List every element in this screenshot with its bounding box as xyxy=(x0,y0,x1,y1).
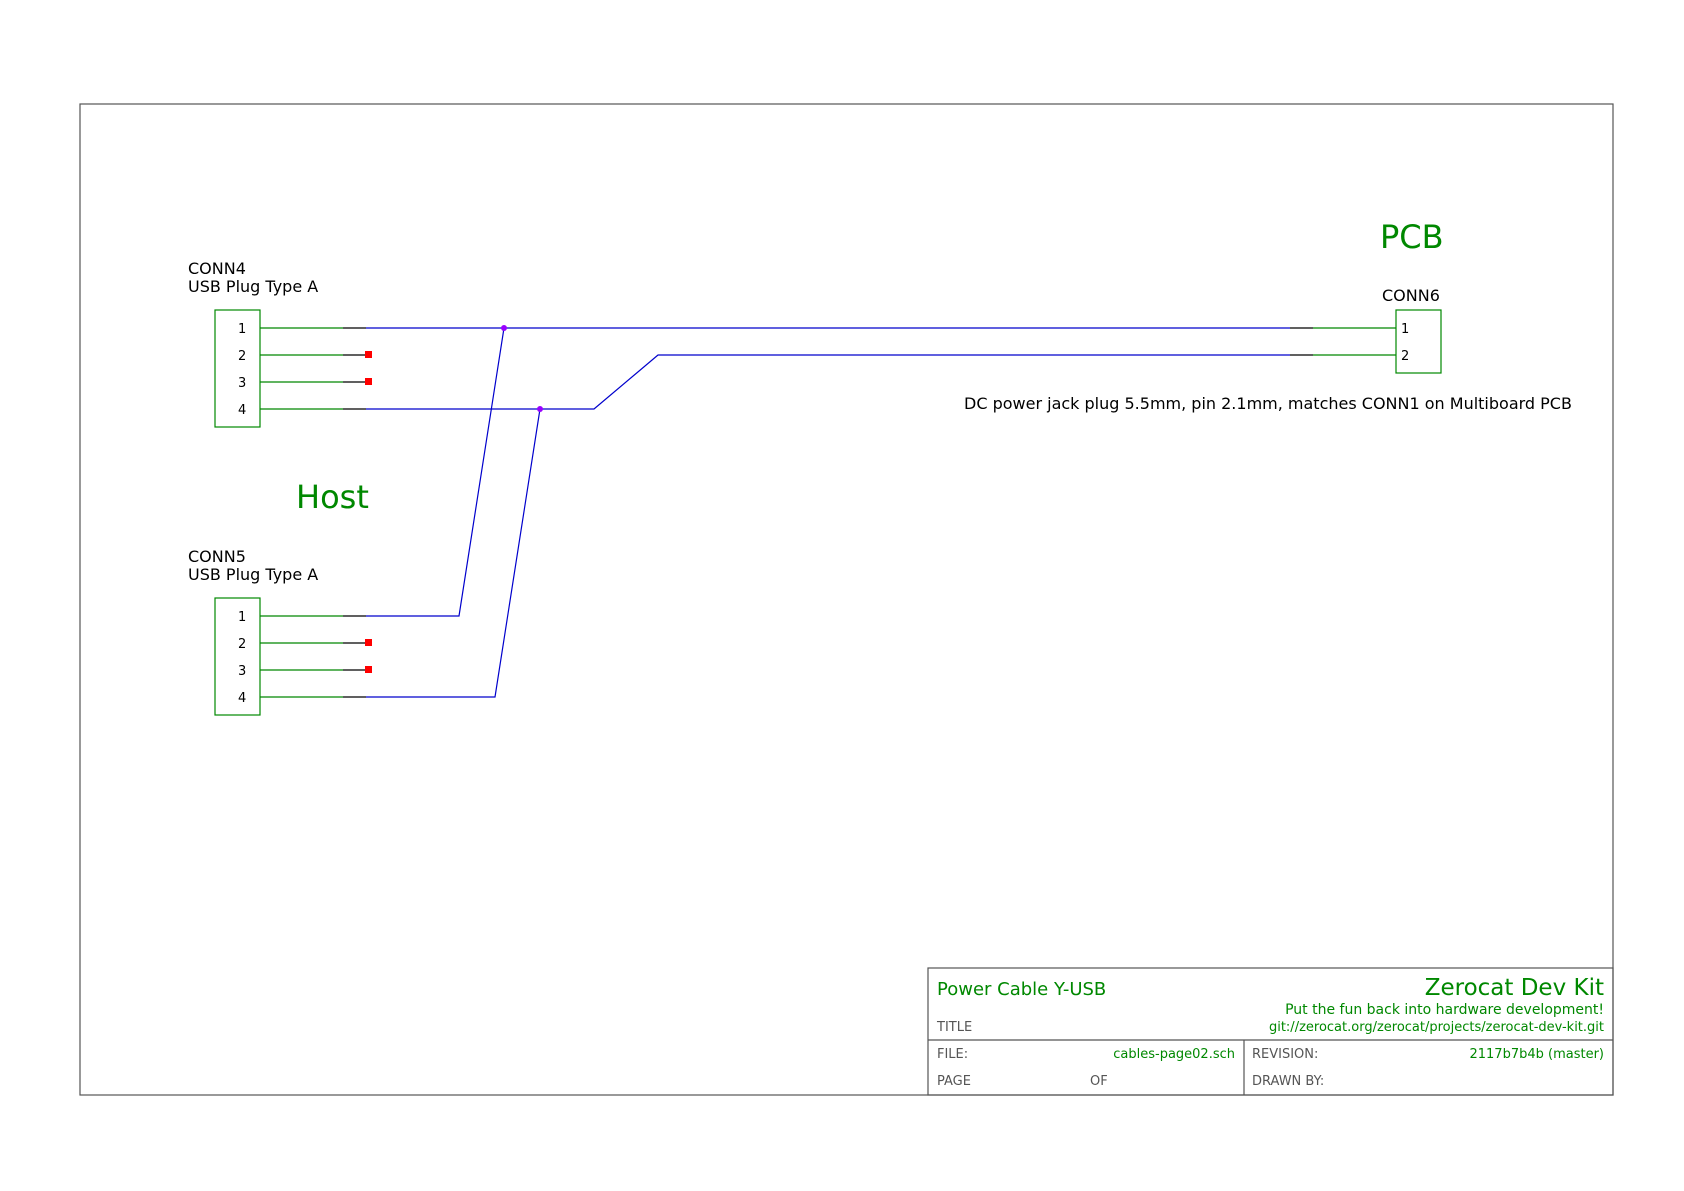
revision-label: REVISION: xyxy=(1252,1047,1318,1062)
junction-vbus xyxy=(501,325,507,331)
drawing-frame xyxy=(79,103,1614,1096)
page-label: PAGE xyxy=(937,1074,971,1089)
conn5-pin2-unconnected-marker xyxy=(365,639,372,646)
conn4-pin-4: 4 xyxy=(238,403,246,418)
company-name: Zerocat Dev Kit xyxy=(1425,975,1604,1001)
title-label: TITLE xyxy=(936,1020,972,1035)
conn5-pin-2: 2 xyxy=(238,637,246,652)
drawn-by-label: DRAWN BY: xyxy=(1252,1074,1324,1089)
net-gnd-wire xyxy=(366,354,1290,410)
title-value: Power Cable Y-USB xyxy=(937,979,1106,1000)
title-block: Power Cable Y-USB TITLE Zerocat Dev Kit … xyxy=(927,967,1614,1096)
note-text: DC power jack plug 5.5mm, pin 2.1mm, mat… xyxy=(964,394,1572,413)
repo-url: git://zerocat.org/zerocat/projects/zeroc… xyxy=(1269,1020,1604,1035)
conn5-pin-4: 4 xyxy=(238,691,246,706)
wires xyxy=(366,327,1290,698)
conn4-pin2-unconnected-marker xyxy=(365,351,372,358)
conn5-pin4-wire xyxy=(366,408,541,698)
junction-gnd xyxy=(537,406,543,412)
conn6-body xyxy=(1395,309,1442,374)
file-value: cables-page02.sch xyxy=(1113,1047,1235,1062)
title-block-frame xyxy=(927,967,1614,1096)
conn5-pin1-wire xyxy=(366,327,505,617)
conn4-ref: CONN4 xyxy=(188,259,246,278)
conn5-body xyxy=(214,597,261,716)
conn5-symbol: CONN5 USB Plug Type A 1 2 3 4 xyxy=(188,547,372,716)
conn4-value: USB Plug Type A xyxy=(188,277,318,296)
conn5-pin-3: 3 xyxy=(238,664,246,679)
host-label: Host xyxy=(296,478,369,516)
conn5-ref: CONN5 xyxy=(188,547,246,566)
conn6-pin-1: 1 xyxy=(1401,322,1409,337)
conn6-symbol: CONN6 1 2 xyxy=(1290,286,1442,374)
conn5-value: USB Plug Type A xyxy=(188,565,318,584)
conn4-body xyxy=(214,309,261,428)
conn6-pin-2: 2 xyxy=(1401,349,1409,364)
conn5-pin-leads xyxy=(260,615,366,698)
conn4-pin-3: 3 xyxy=(238,376,246,391)
conn6-ref: CONN6 xyxy=(1382,286,1440,305)
file-label: FILE: xyxy=(937,1047,968,1062)
conn4-pin3-unconnected-marker xyxy=(365,378,372,385)
conn4-pin-1: 1 xyxy=(238,322,246,337)
conn6-pin-leads xyxy=(1290,327,1396,356)
pcb-label: PCB xyxy=(1380,218,1444,256)
revision-value: 2117b7b4b (master) xyxy=(1469,1047,1604,1062)
conn4-pin-leads xyxy=(260,327,366,410)
conn4-symbol: CONN4 USB Plug Type A 1 2 3 4 xyxy=(188,259,372,428)
company-slogan: Put the fun back into hardware developme… xyxy=(1285,1002,1604,1018)
of-label: OF xyxy=(1090,1074,1108,1089)
conn4-pin-2: 2 xyxy=(238,349,246,364)
conn5-pin3-unconnected-marker xyxy=(365,666,372,673)
conn5-pin-1: 1 xyxy=(238,610,246,625)
